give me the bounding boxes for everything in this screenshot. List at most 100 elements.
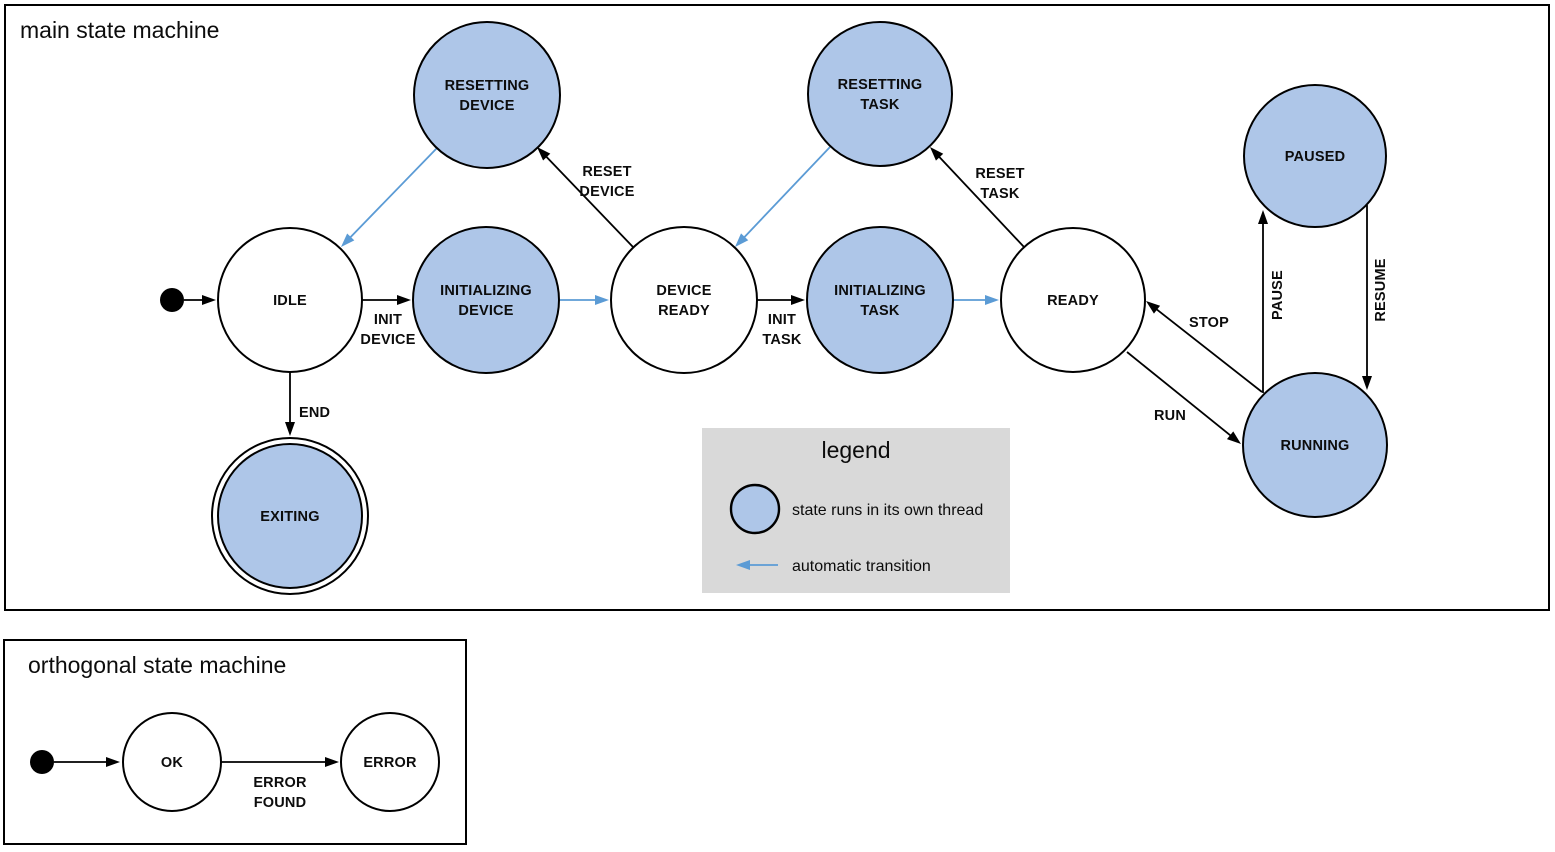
- state-label-running: RUNNING: [1280, 438, 1349, 454]
- state-resetting-device: [413, 21, 561, 169]
- transition-idle-to-initializing-device-arrowhead-icon: [397, 295, 411, 305]
- state-error: [340, 712, 440, 812]
- state-ok: [122, 712, 222, 812]
- transition-label-device-ready-to-initializing-task: INIT TASK: [762, 312, 802, 348]
- panel-main: [4, 4, 1550, 611]
- transition-ready-to-running-arrowhead-icon: [1226, 431, 1241, 444]
- transition-label-line: RESUME: [1373, 258, 1389, 321]
- transition-resetting-task-to-device-ready: [739, 146, 831, 242]
- legend-threaded-state-label: state runs in its own thread: [792, 502, 983, 519]
- state-idle: [217, 227, 363, 373]
- transition-ready-to-running: [1126, 351, 1236, 440]
- transition-label-running-to-paused: PAUSE: [1270, 270, 1286, 320]
- state-label-line: READY: [658, 303, 710, 319]
- transition-label-line: STOP: [1189, 315, 1229, 331]
- state-device-ready: [610, 226, 758, 374]
- transition-label-line: PAUSE: [1270, 270, 1286, 320]
- state-label-line: DEVICE: [459, 98, 514, 114]
- state-label-ready: READY: [1047, 293, 1099, 309]
- transition-label-line: DEVICE: [579, 184, 634, 200]
- transition-label-ok-to-error: ERROR FOUND: [253, 775, 307, 811]
- transition-label-line: INIT: [374, 312, 402, 328]
- state-label-line: RESETTING: [445, 78, 530, 94]
- legend-threaded-state-icon: [729, 483, 781, 535]
- state-label-idle: IDLE: [273, 293, 307, 309]
- state-label-resetting-task: RESETTING TASK: [838, 77, 923, 113]
- state-label-line: RESETTING: [838, 77, 923, 93]
- transition-paused-to-running-arrowhead-icon: [1362, 376, 1372, 390]
- transition-initializing-task-to-ready-arrowhead-icon: [985, 295, 999, 305]
- transition-resetting-task-to-device-ready-arrowhead-icon: [735, 233, 749, 247]
- state-label-line: EXITING: [260, 509, 319, 525]
- panel-title-main: main state machine: [20, 17, 219, 43]
- state-label-exiting: EXITING: [260, 509, 319, 525]
- state-paused: [1243, 84, 1387, 228]
- transition-device-ready-to-resetting-device-arrowhead-icon: [537, 147, 551, 161]
- transition-label-line: TASK: [980, 186, 1020, 202]
- initial-state-dot-initial-orthogonal: [30, 750, 54, 774]
- transition-label-line: TASK: [762, 332, 802, 348]
- transition-ready-to-resetting-task-arrowhead-icon: [930, 147, 944, 161]
- transition-label-line: DEVICE: [360, 332, 415, 348]
- state-label-line: TASK: [860, 97, 900, 113]
- transition-resetting-device-to-idle-arrowhead-icon: [341, 233, 355, 247]
- legend-auto-transition-label: automatic transition: [792, 558, 931, 575]
- state-label-device-ready: DEVICE READY: [656, 283, 711, 319]
- state-label-line: OK: [161, 755, 183, 771]
- state-label-initializing-device: INITIALIZING DEVICE: [440, 283, 532, 319]
- transition-label-idle-to-initializing-device: INIT DEVICE: [360, 312, 415, 348]
- state-running: [1242, 372, 1388, 518]
- transition-start-to-ok-arrowhead-icon: [106, 757, 120, 767]
- transition-label-line: FOUND: [254, 795, 307, 811]
- transition-label-line: RESET: [975, 166, 1024, 182]
- state-label-line: PAUSED: [1285, 149, 1346, 165]
- state-label-line: DEVICE: [458, 303, 513, 319]
- state-label-initializing-task: INITIALIZING TASK: [834, 283, 926, 319]
- transition-device-ready-to-resetting-device: [541, 152, 634, 248]
- transition-label-ready-to-running: RUN: [1154, 408, 1186, 424]
- state-initializing-device: [412, 226, 560, 374]
- transition-ok-to-error-arrowhead-icon: [325, 757, 339, 767]
- panel-orthogonal: [3, 639, 467, 845]
- state-label-line: IDLE: [273, 293, 307, 309]
- transition-running-to-ready-arrowhead-icon: [1146, 301, 1161, 314]
- transition-label-device-ready-to-resetting-device: RESET DEVICE: [579, 164, 634, 200]
- transition-label-line: RUN: [1154, 408, 1186, 424]
- state-label-ok: OK: [161, 755, 183, 771]
- state-label-line: INITIALIZING: [440, 283, 532, 299]
- transition-label-line: END: [299, 405, 330, 421]
- state-exiting: [217, 443, 363, 589]
- transition-label-line: ERROR: [253, 775, 307, 791]
- state-ready: [1000, 227, 1146, 373]
- legend-auto-transition-arrowhead-icon: [736, 560, 750, 570]
- state-label-error: ERROR: [363, 755, 417, 771]
- state-label-line: INITIALIZING: [834, 283, 926, 299]
- state-label-line: ERROR: [363, 755, 417, 771]
- state-resetting-task: [807, 21, 953, 167]
- state-label-line: READY: [1047, 293, 1099, 309]
- state-label-resetting-device: RESETTING DEVICE: [445, 78, 530, 114]
- state-initializing-task: [806, 226, 954, 374]
- transition-label-line: INIT: [768, 312, 796, 328]
- transition-label-idle-to-exiting: END: [299, 405, 330, 421]
- state-label-paused: PAUSED: [1285, 149, 1346, 165]
- state-label-line: DEVICE: [656, 283, 711, 299]
- transition-label-paused-to-running: RESUME: [1373, 258, 1389, 321]
- transition-resetting-device-to-idle: [345, 147, 438, 242]
- state-label-line: RUNNING: [1280, 438, 1349, 454]
- transition-running-to-ready: [1151, 305, 1263, 393]
- state-label-line: TASK: [860, 303, 900, 319]
- transition-running-to-paused-arrowhead-icon: [1258, 210, 1268, 224]
- transition-ready-to-resetting-task: [934, 152, 1025, 248]
- transition-label-line: RESET: [582, 164, 631, 180]
- transition-device-ready-to-initializing-task-arrowhead-icon: [791, 295, 805, 305]
- legend-title: legend: [821, 437, 890, 463]
- initial-state-dot-initial-main: [160, 288, 184, 312]
- transition-start-to-idle-arrowhead-icon: [202, 295, 216, 305]
- panel-title-orthogonal: orthogonal state machine: [28, 652, 286, 678]
- transition-idle-to-exiting-arrowhead-icon: [285, 422, 295, 436]
- transition-label-running-to-ready: STOP: [1189, 315, 1229, 331]
- transition-initializing-device-to-device-ready-arrowhead-icon: [595, 295, 609, 305]
